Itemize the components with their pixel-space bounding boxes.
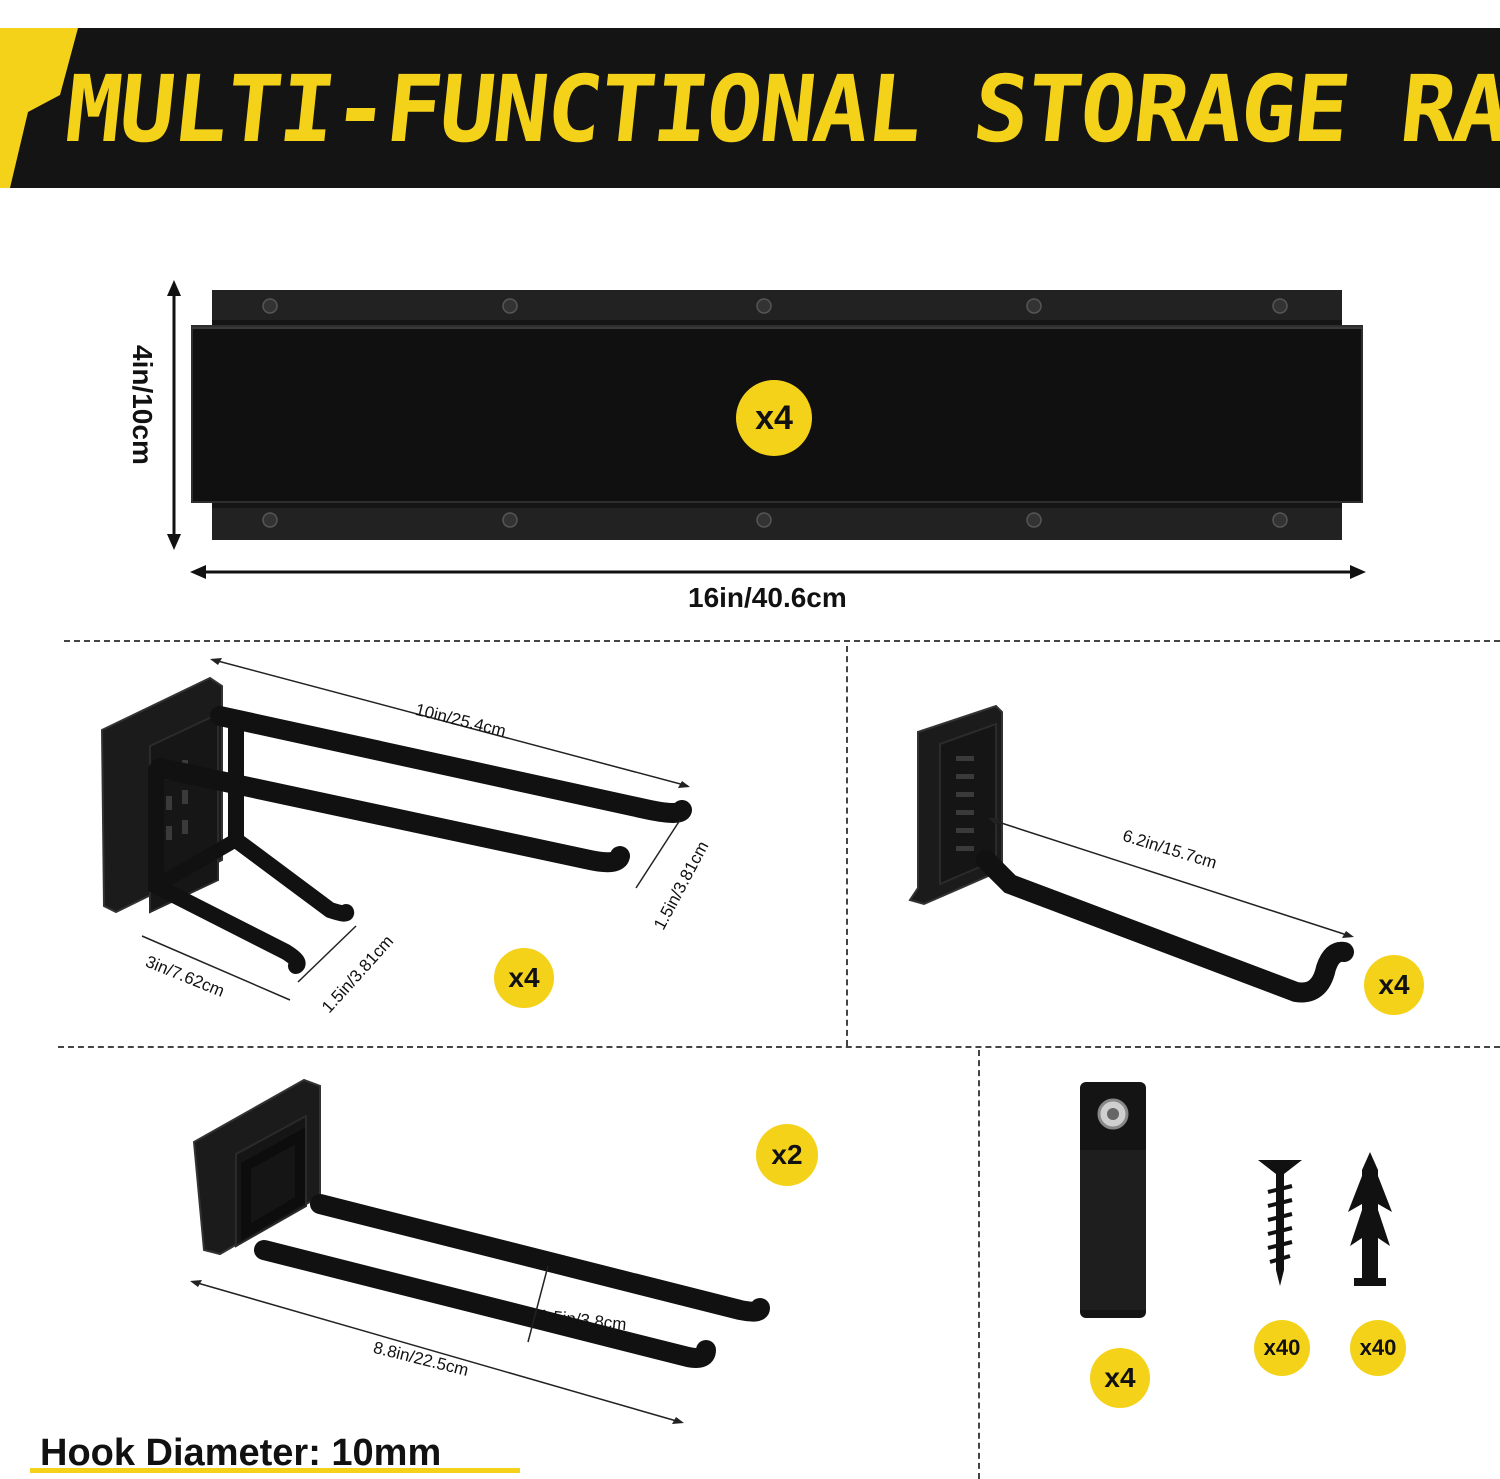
screw-quantity-badge: x40 xyxy=(1254,1320,1310,1376)
strap-quantity-badge: x4 xyxy=(1090,1348,1150,1408)
banner-title: MULTI-FUNCTIONAL STORAGE RACK KIT xyxy=(60,56,1500,163)
single-hook-quantity-badge: x4 xyxy=(1364,955,1424,1015)
accessories-illustration xyxy=(1080,1082,1392,1318)
divider-bottom-vertical xyxy=(978,1050,980,1479)
header-banner: MULTI-FUNCTIONAL STORAGE RACK KIT xyxy=(0,0,1500,190)
divider-bottom xyxy=(58,1046,1500,1048)
divider-top xyxy=(64,640,1500,642)
double-hook-quantity-badge: x4 xyxy=(494,948,554,1008)
double-hook-illustration xyxy=(100,658,692,1001)
divider-middle-vertical xyxy=(846,646,848,1046)
single-hook-illustration xyxy=(908,704,1354,1003)
hook-diameter-label: Hook Diameter: 10mm xyxy=(40,1432,442,1474)
rail-height-label: 4in/10cm xyxy=(127,345,158,465)
rail-quantity-badge: x4 xyxy=(736,380,812,456)
footer-underline xyxy=(30,1468,520,1473)
rail-width-label: 16in/40.6cm xyxy=(688,582,847,613)
banner-background xyxy=(0,0,1500,190)
long-hook-illustration xyxy=(190,1078,770,1424)
anchor-quantity-badge: x40 xyxy=(1350,1320,1406,1376)
long-hook-quantity-badge: x2 xyxy=(756,1124,818,1186)
